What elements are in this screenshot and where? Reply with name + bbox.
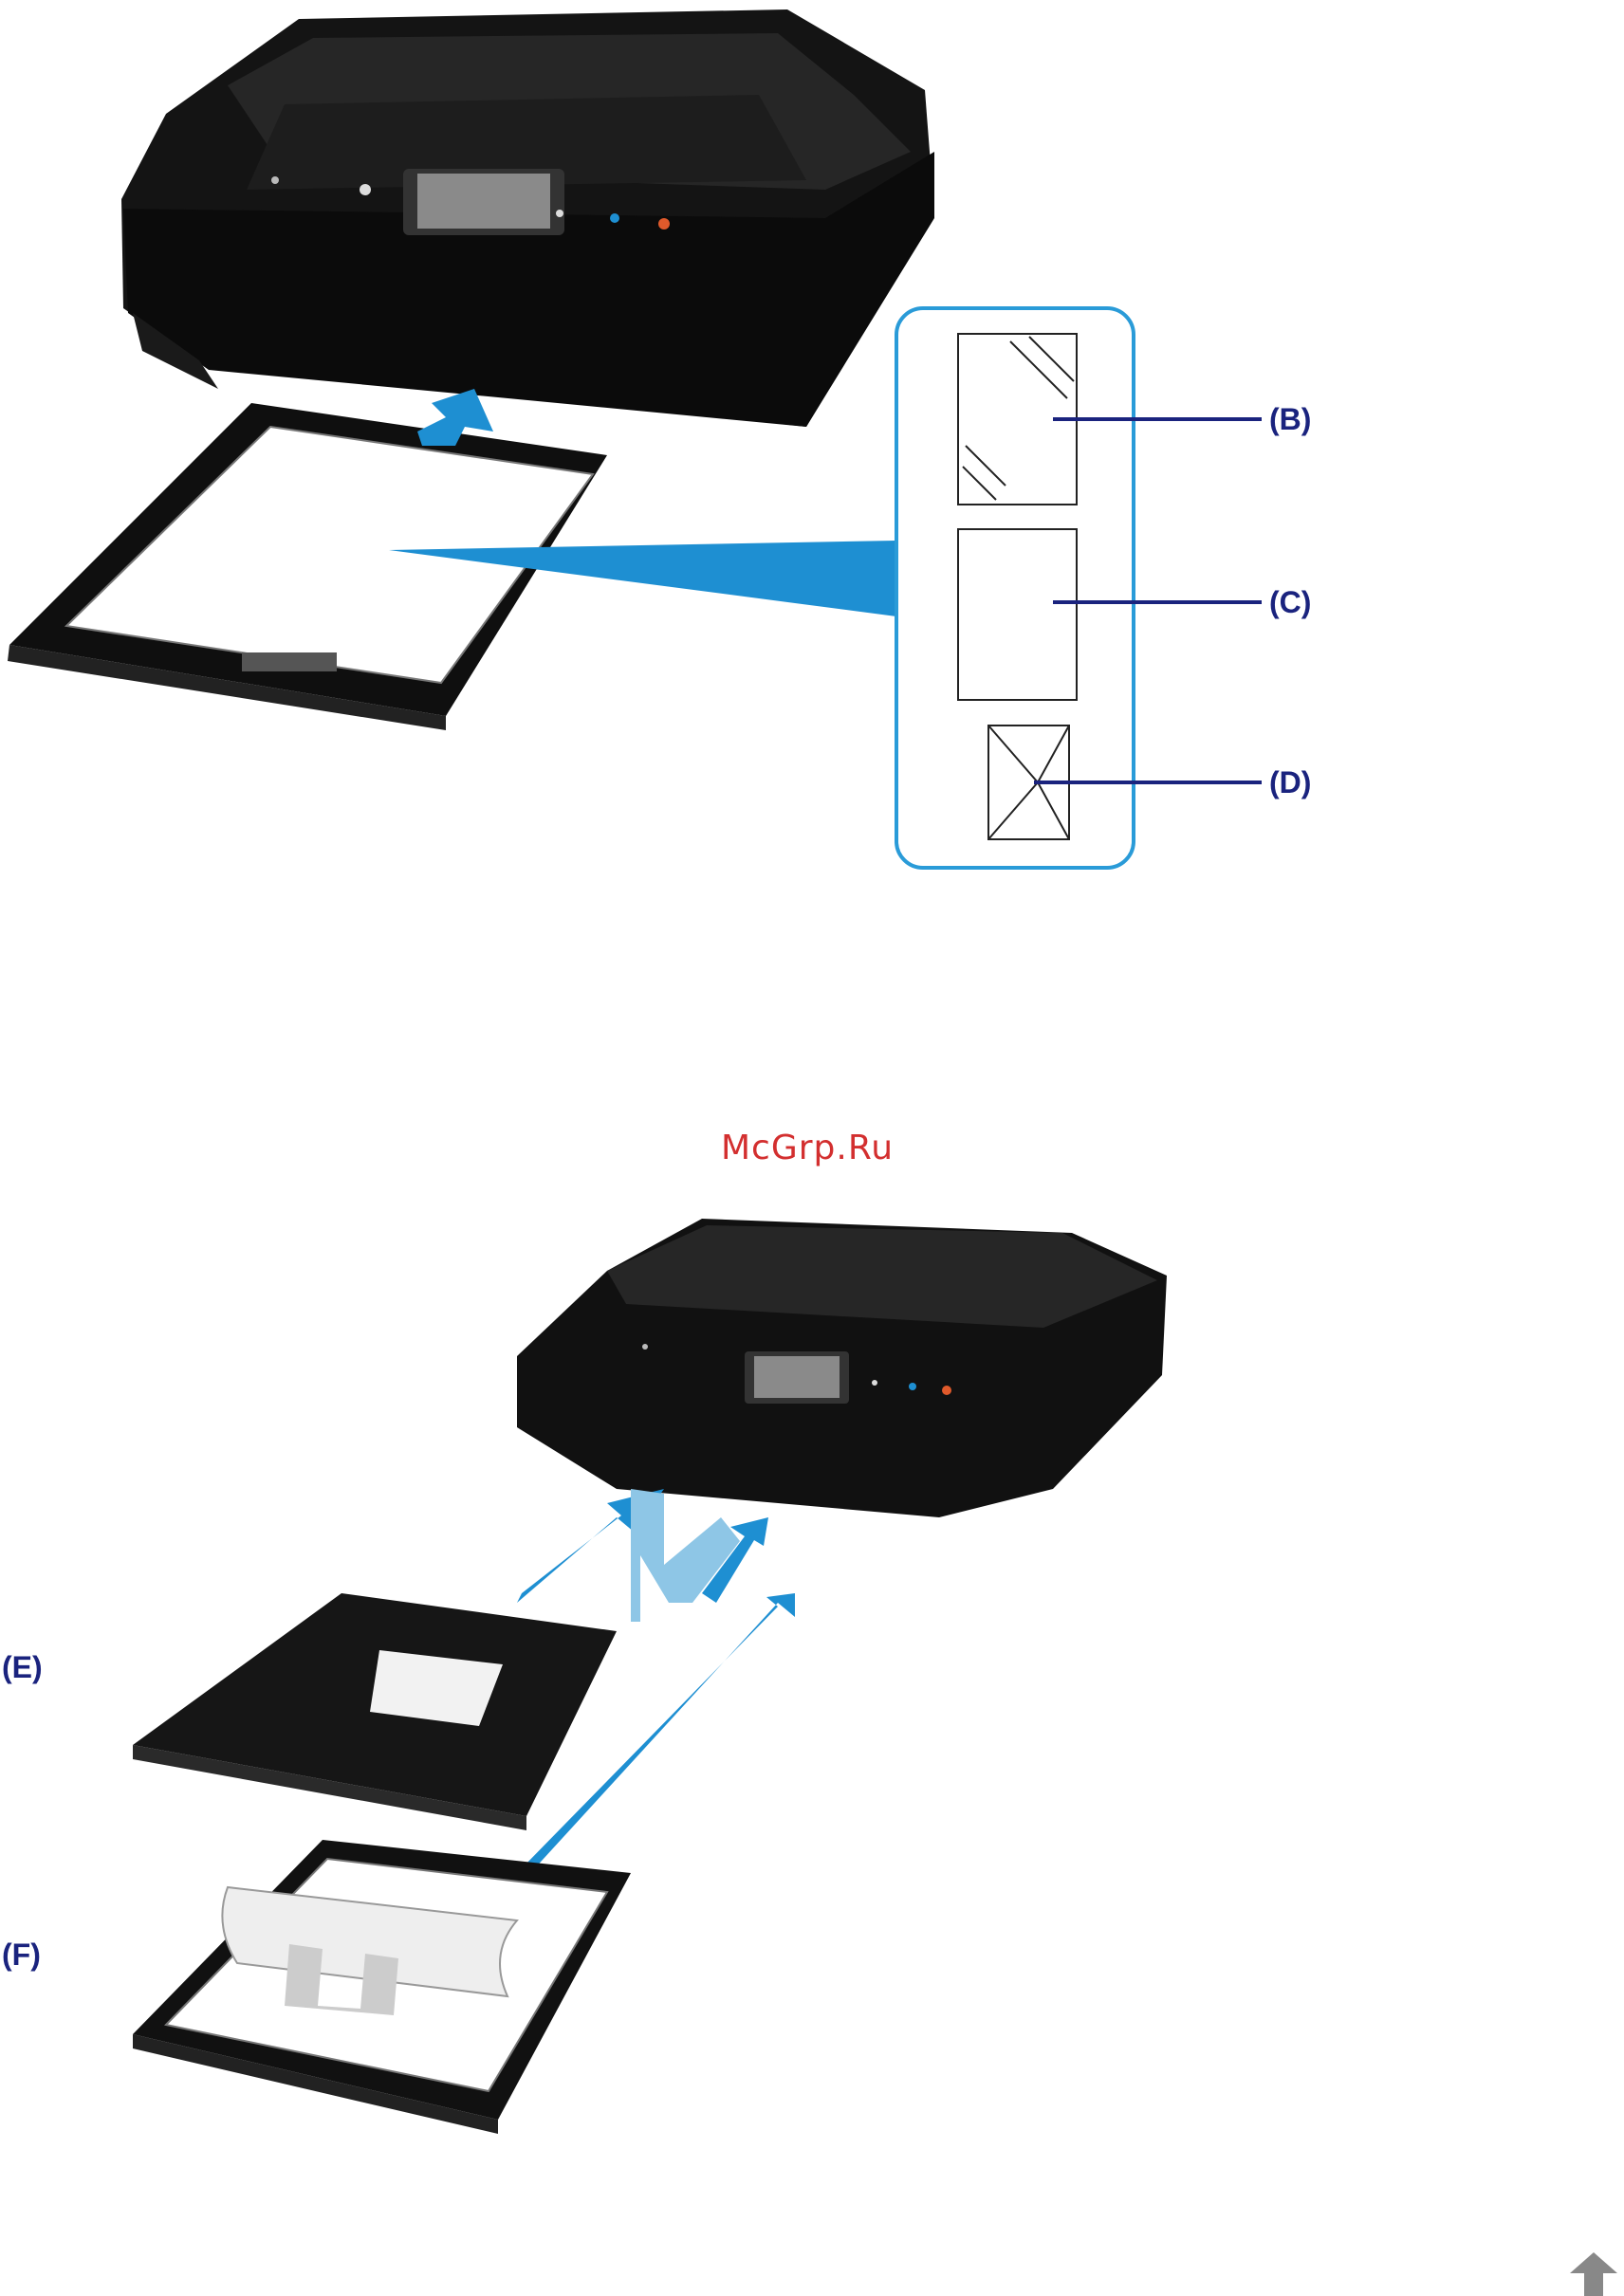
arrow-up-icon[interactable] [1570, 2252, 1617, 2296]
